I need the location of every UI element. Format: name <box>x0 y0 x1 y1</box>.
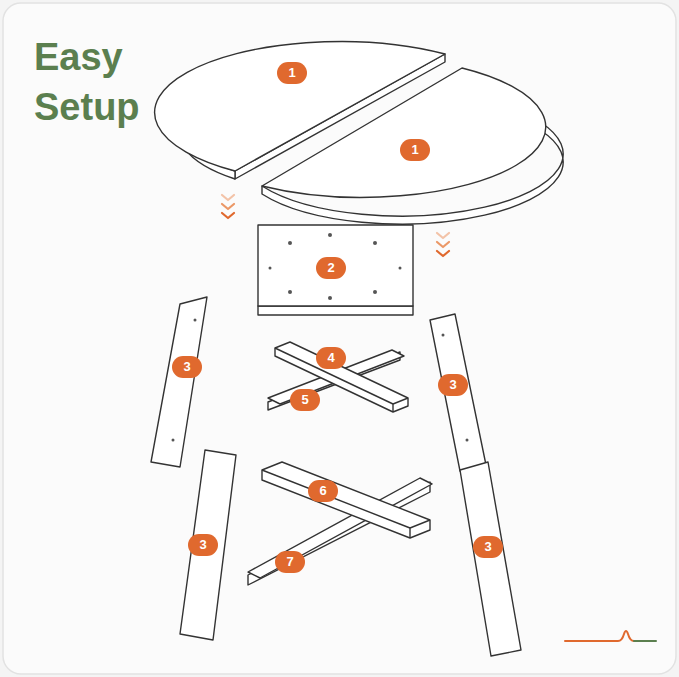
screw-hole <box>373 290 377 294</box>
plate-edge <box>258 306 413 315</box>
beam-edge <box>393 398 408 404</box>
leg <box>460 462 521 656</box>
down-arrow <box>222 213 234 218</box>
callout-number: 3 <box>473 536 503 558</box>
screw-hole <box>269 267 272 270</box>
beam-edge <box>409 528 410 538</box>
panel-background <box>3 3 676 674</box>
screw-hole <box>373 241 377 245</box>
brand-logo <box>565 631 634 641</box>
beam-edge <box>262 470 410 528</box>
leg <box>430 314 486 471</box>
screw-hole <box>399 267 402 270</box>
callout-number: 6 <box>308 480 338 502</box>
callout-number: 7 <box>275 551 305 573</box>
callout-number: 3 <box>438 374 468 396</box>
leg <box>180 450 236 640</box>
beam-edge <box>392 404 393 412</box>
screw-hole <box>328 296 332 300</box>
screw-hole <box>466 439 469 442</box>
screw-hole <box>328 233 332 237</box>
callout-number: 2 <box>316 257 346 279</box>
title: Easy Setup <box>34 32 169 132</box>
screw-hole <box>288 241 292 245</box>
beam-edge <box>410 520 430 528</box>
down-arrow <box>437 251 449 256</box>
callout-number: 3 <box>188 534 218 556</box>
screw-hole <box>442 334 445 337</box>
screw-hole <box>288 290 292 294</box>
tabletop-half <box>262 68 546 197</box>
mounting-plate <box>258 225 413 306</box>
down-arrow <box>437 233 449 238</box>
beam <box>275 342 408 412</box>
leg <box>151 297 207 467</box>
callout-number: 1 <box>400 139 430 161</box>
down-arrow <box>222 195 234 200</box>
callout-number: 3 <box>172 356 202 378</box>
callout-number: 1 <box>277 62 307 84</box>
callout-number: 5 <box>290 389 320 411</box>
brand-logo <box>634 640 656 642</box>
beam <box>262 462 430 538</box>
screw-hole <box>172 439 175 442</box>
down-arrow <box>222 204 234 209</box>
screw-hole <box>194 319 197 322</box>
down-arrow <box>437 242 449 247</box>
callout-number: 4 <box>316 347 346 369</box>
